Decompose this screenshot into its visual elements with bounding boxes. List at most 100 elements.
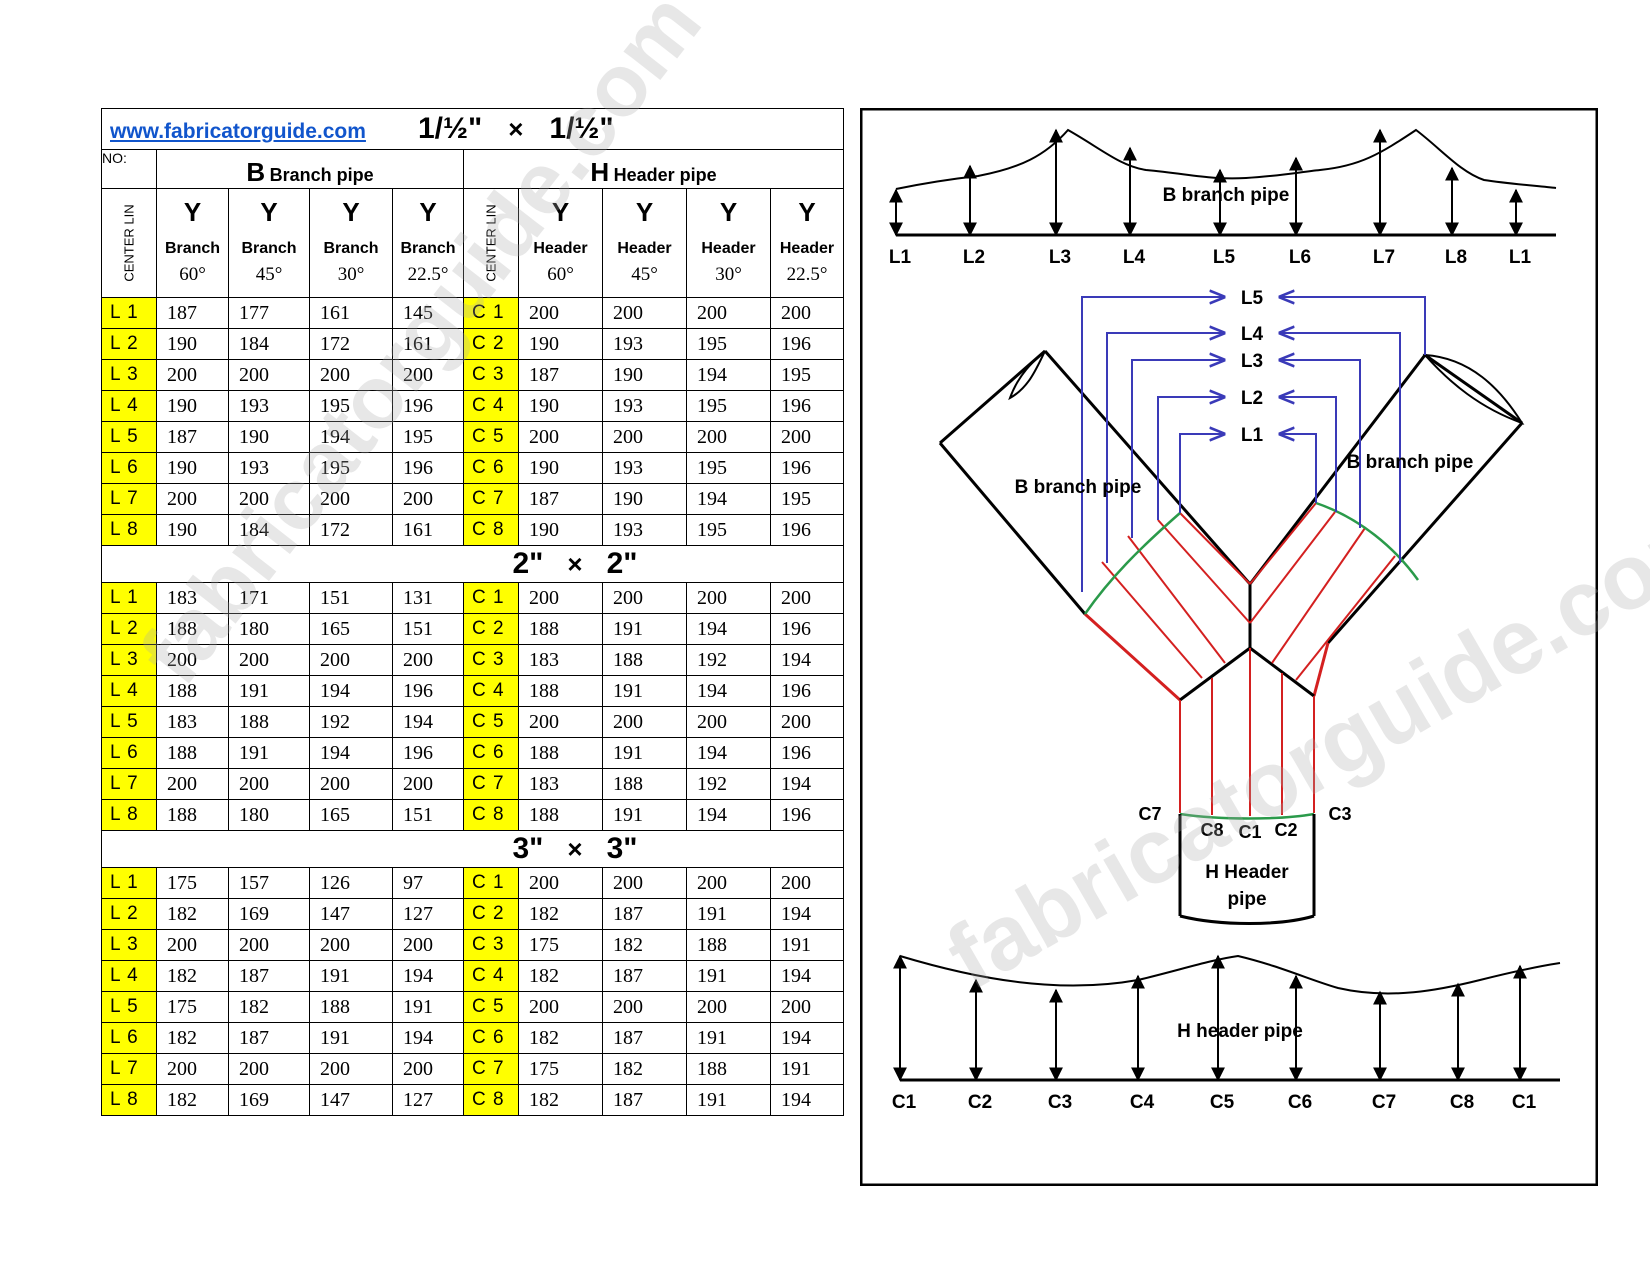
header-value: 183	[518, 768, 603, 800]
no-label: NO:	[101, 149, 157, 189]
l-label: L 5	[101, 421, 157, 453]
header-value: 188	[518, 613, 603, 645]
header-value: 187	[518, 359, 603, 391]
header-value: 182	[518, 960, 603, 992]
l-label: L 7	[101, 483, 157, 515]
header-value: 188	[686, 1053, 771, 1085]
header-value: 200	[518, 297, 603, 329]
l-arrows	[1081, 297, 1426, 592]
branch-value: 200	[392, 768, 464, 800]
branch-value: 193	[228, 390, 310, 422]
header-value: 200	[686, 867, 771, 899]
branch-value: 184	[228, 328, 310, 360]
header-value: 187	[602, 1022, 687, 1054]
l-label: L 2	[101, 328, 157, 360]
header-value: 200	[686, 706, 771, 738]
branch-value: 195	[309, 390, 393, 422]
header-value: 200	[686, 297, 771, 329]
branch-value: 182	[156, 1022, 229, 1054]
y-letter: Y	[260, 197, 278, 227]
diagram-frame	[860, 108, 1598, 1186]
branch-value: 194	[392, 1022, 464, 1054]
header-value: 188	[518, 799, 603, 831]
branch-value: 151	[309, 582, 393, 614]
branch-axis-label: L1	[1509, 247, 1532, 268]
header-value: 200	[518, 706, 603, 738]
y-letter: Y	[551, 197, 570, 227]
header-template-curve	[899, 954, 1561, 995]
header-value: 191	[686, 1022, 771, 1054]
y-letter: Y	[719, 197, 738, 227]
header-value: 200	[686, 421, 771, 453]
header-template-stations	[893, 954, 1527, 1082]
site-link[interactable]: www.fabricatorguide.com	[110, 120, 366, 143]
header-value: 182	[602, 929, 687, 961]
c3-label: C3	[1328, 804, 1351, 824]
branch-value: 191	[309, 1022, 393, 1054]
header-axis-label: C2	[968, 1092, 992, 1113]
branch-value: 180	[228, 799, 310, 831]
header-value: 200	[686, 582, 771, 614]
branch-axis-label: L6	[1289, 247, 1311, 268]
branch-axis-label: L4	[1123, 247, 1146, 268]
branch-pipe-heading: B Branch pipe	[156, 149, 464, 189]
branch-value: 192	[309, 706, 393, 738]
header-value: 187	[602, 898, 687, 930]
times-sign: ×	[567, 834, 583, 864]
header-value: 187	[518, 483, 603, 515]
c-label: C 8	[463, 1084, 519, 1116]
header-value: 193	[602, 328, 687, 360]
header-value: 200	[770, 867, 844, 899]
y-letter: Y	[419, 197, 437, 227]
branch-value: 200	[156, 483, 229, 515]
branch-value: 194	[392, 960, 464, 992]
header-value: 194	[770, 1022, 844, 1054]
miter-lines	[1101, 502, 1396, 816]
branch-value: 196	[392, 737, 464, 769]
size-b: 2"	[606, 547, 638, 580]
header-value: 200	[602, 297, 687, 329]
branch-value: 169	[228, 1084, 310, 1116]
header-value: 192	[686, 644, 771, 676]
left-branch-end	[939, 349, 1046, 445]
header-value: 191	[602, 799, 687, 831]
right-branch-outer-edge	[1326, 422, 1524, 644]
header-word: Header	[533, 240, 588, 257]
header-value: 200	[518, 991, 603, 1023]
branch-value: 165	[309, 613, 393, 645]
branch-value: 194	[309, 421, 393, 453]
header-axis-label: C7	[1372, 1092, 1396, 1113]
branch-letter: B	[246, 157, 266, 187]
branch-value: 200	[228, 483, 310, 515]
header-value: 190	[602, 359, 687, 391]
l-arrow-label: L2	[1241, 388, 1263, 409]
branch-value: 200	[228, 1053, 310, 1085]
header-value: 200	[518, 867, 603, 899]
header-value: 194	[770, 644, 844, 676]
size-a: 2"	[512, 547, 544, 580]
branch-value: 191	[309, 960, 393, 992]
l-label: L 4	[101, 960, 157, 992]
angle-label: 60°	[179, 264, 206, 285]
l-label: L 1	[101, 582, 157, 614]
branch-value: 193	[228, 452, 310, 484]
right-cut-outer	[1312, 642, 1330, 697]
header-value: 200	[770, 706, 844, 738]
branch-value: 200	[156, 929, 229, 961]
l-label: L 8	[101, 1084, 157, 1116]
